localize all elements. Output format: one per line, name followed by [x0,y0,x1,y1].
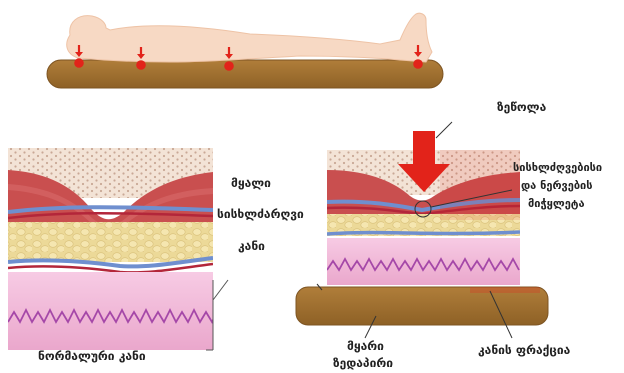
label-pressure: ზეწოლა [497,101,546,113]
friction-highlight [470,287,540,293]
label-hard-surface-2: ზედაპირი [333,357,393,369]
label-friction: კანის ფრაქცია [478,344,570,356]
mattress [47,60,443,88]
fat-layer-left [8,222,213,262]
label-vessels-nerves-2: და ნერვების [521,180,592,191]
label-vessels-nerves-3: მიჭყლეტა [528,198,585,209]
label-skin: კანი [238,240,265,252]
normal-tissue-section [8,148,224,350]
top-scene [47,13,443,88]
body-silhouette [67,13,432,62]
label-vessel: სისხლძარღვი [217,208,304,220]
label-bone: მყალი [231,177,271,189]
label-normal-skin: ნორმალური კანი [38,350,146,362]
label-vessels-nerves-1: სისხლძღვებისი [513,162,602,173]
label-hard-surface-1: მყარი [347,340,384,352]
